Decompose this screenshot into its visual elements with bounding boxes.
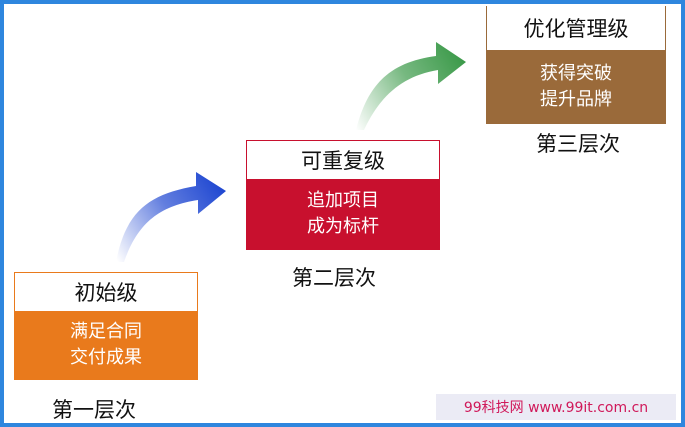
arrow-stage2-to-stage3 [356,42,466,130]
stage-header: 初始级 [15,273,197,311]
stage-body: 获得突破 提升品牌 [486,50,666,124]
stage-header: 优化管理级 [486,6,666,50]
stage-body: 追加项目 成为标杆 [247,179,439,249]
level-label-1: 第一层次 [52,398,136,422]
stage-repeatable: 可重复级 追加项目 成为标杆 [246,140,440,250]
watermark: 99科技网 www.99it.com.cn [436,394,676,420]
stage-header: 可重复级 [247,141,439,179]
arrow-stage1-to-stage2 [116,172,226,262]
stage-body: 满足合同 交付成果 [15,311,197,379]
stage-body-line: 交付成果 [70,347,142,368]
stage-optimized: 优化管理级 获得突破 提升品牌 [486,6,666,124]
stage-body-line: 满足合同 [70,321,142,342]
stage-initial: 初始级 满足合同 交付成果 [14,272,198,380]
level-label-3: 第三层次 [536,132,620,156]
stage-body-line: 获得突破 [540,63,612,84]
stage-body-line: 提升品牌 [540,89,612,110]
stage-body-line: 追加项目 [307,190,379,211]
stage-body-line: 成为标杆 [307,216,379,237]
level-label-2: 第二层次 [292,266,376,290]
